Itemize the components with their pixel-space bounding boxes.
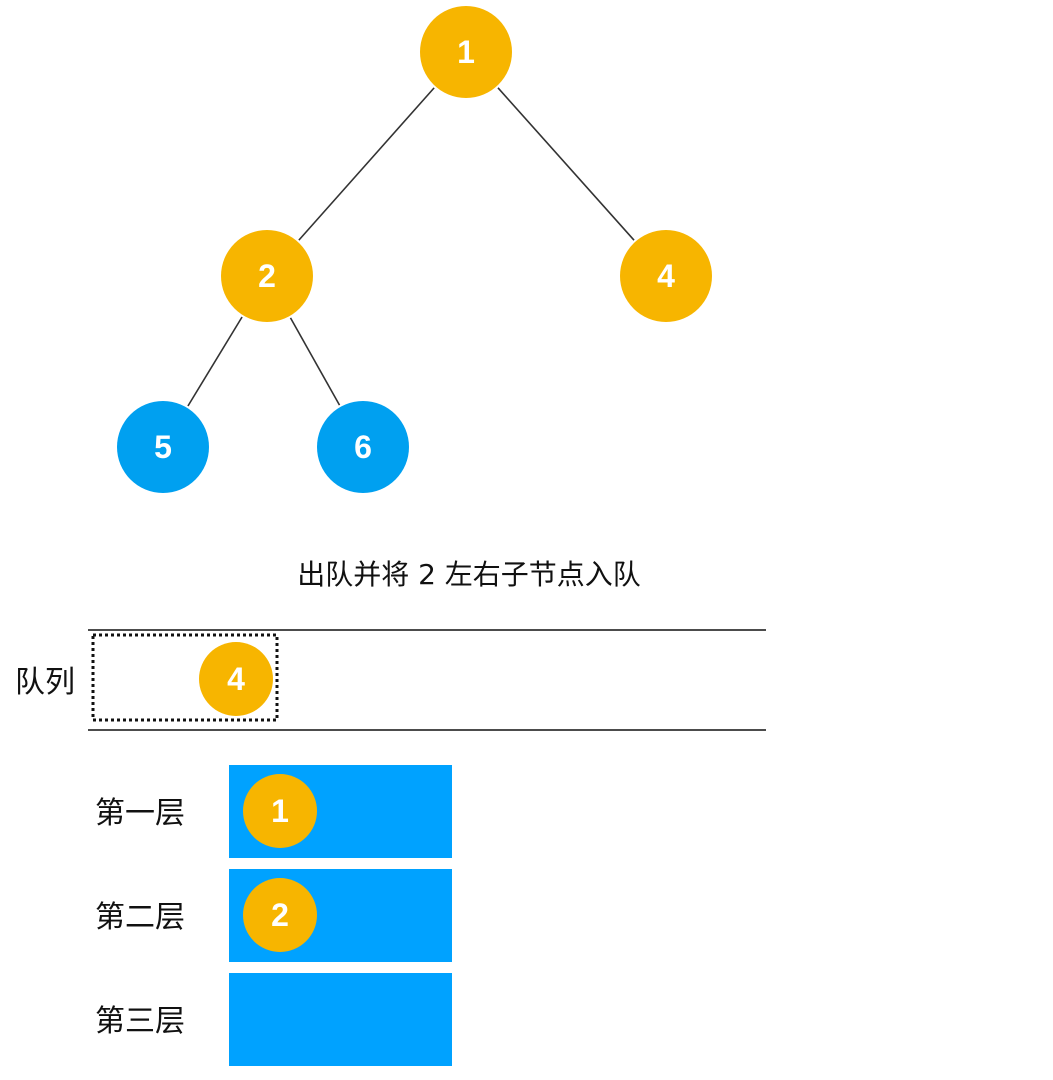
level-item-2: 2 <box>243 878 317 952</box>
tree-node-2-label: 2 <box>258 258 276 294</box>
tree-node-1-circle <box>420 6 512 98</box>
level-box <box>229 973 452 1066</box>
queue-label: 队列 <box>15 665 75 700</box>
level-label: 第一层 <box>95 796 185 831</box>
queue-item-4: 4 <box>199 642 273 716</box>
levels-section: 第一层 1 第二层 2 第三层 <box>95 765 452 1066</box>
tree-node-6-label: 6 <box>354 429 372 465</box>
level-item-1: 1 <box>243 774 317 848</box>
step-caption: 出队并将 2 左右子节点入队 <box>297 558 641 591</box>
tree-node-5: 5 <box>117 401 209 493</box>
queue-section: 队列 4 <box>15 629 766 731</box>
tree-edges <box>187 87 635 407</box>
tree-node-5-circle <box>117 401 209 493</box>
level-item-1-circle <box>243 774 317 848</box>
tree-node-4-label: 4 <box>657 258 675 294</box>
queue-item-4-circle <box>199 642 273 716</box>
tree-node-4: 4 <box>620 230 712 322</box>
level-item-1-label: 1 <box>271 793 289 829</box>
level-label: 第二层 <box>95 900 185 935</box>
level-item-2-circle <box>243 878 317 952</box>
tree-node-6-circle <box>317 401 409 493</box>
level-row-1: 第一层 1 <box>95 765 452 858</box>
level-item-2-label: 2 <box>271 897 289 933</box>
edge-2-5 <box>187 316 243 407</box>
tree-node-2: 2 <box>221 230 313 322</box>
queue-items: 4 <box>199 642 273 716</box>
edge-2-6 <box>289 317 341 406</box>
edge-1-4 <box>497 87 635 241</box>
edge-1-2 <box>298 87 435 241</box>
tree-node-2-circle <box>221 230 313 322</box>
tree-nodes: 1 2 4 5 6 <box>117 6 712 493</box>
tree-node-5-label: 5 <box>154 429 172 465</box>
level-label: 第三层 <box>95 1004 185 1039</box>
tree-node-6: 6 <box>317 401 409 493</box>
tree-node-1-label: 1 <box>457 34 475 70</box>
tree-node-1: 1 <box>420 6 512 98</box>
level-row-2: 第二层 2 <box>95 869 452 962</box>
queue-item-4-label: 4 <box>227 661 245 697</box>
queue-dequeue-marker <box>91 633 279 722</box>
level-row-3: 第三层 <box>95 973 452 1066</box>
tree-node-4-circle <box>620 230 712 322</box>
